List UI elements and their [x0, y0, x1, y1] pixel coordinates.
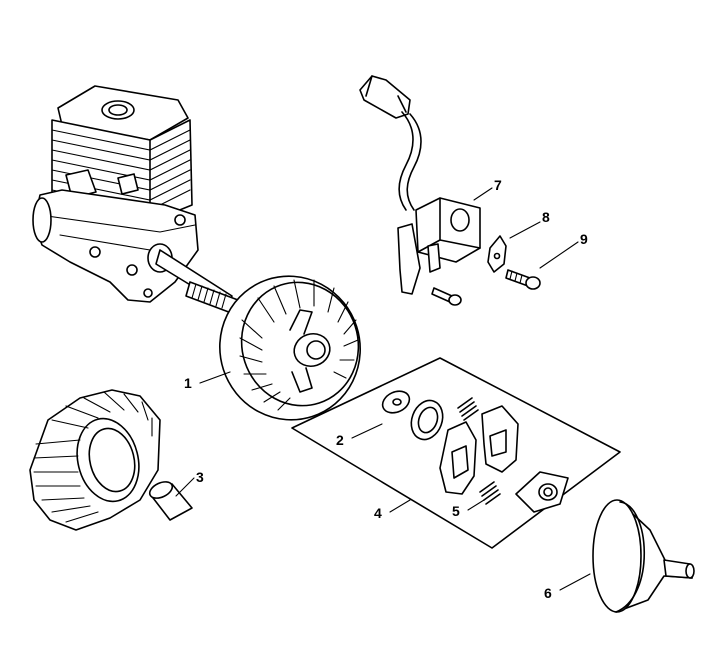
callout-3: 3 [196, 469, 204, 485]
engine-cylinder [32, 85, 239, 315]
callout-6: 6 [544, 585, 552, 601]
spring-bottom [479, 481, 501, 505]
callout-7: 7 [494, 177, 502, 193]
part-8-clip [487, 235, 507, 273]
flywheel [219, 275, 361, 421]
callout-9: 9 [580, 231, 588, 247]
part-3-sleeve [148, 481, 193, 521]
callout-4: 4 [374, 505, 382, 521]
ignition-module [359, 75, 481, 306]
callout-labels: 1 2 3 4 5 6 7 8 9 [184, 177, 588, 601]
callout-5: 5 [452, 503, 460, 519]
ring [410, 399, 444, 441]
clutch-drum [592, 499, 695, 613]
callout-8: 8 [542, 209, 550, 225]
spring-top [457, 397, 479, 421]
part-9-screw [505, 269, 541, 290]
callout-2: 2 [336, 432, 344, 448]
part-2-washer [381, 390, 411, 414]
leader-lines [175, 187, 591, 591]
clutch-kit-frame [291, 357, 621, 549]
carrier [515, 471, 569, 513]
clutch-shoes [439, 405, 519, 495]
callout-1: 1 [184, 375, 192, 391]
flywheel-front-view [29, 389, 161, 531]
